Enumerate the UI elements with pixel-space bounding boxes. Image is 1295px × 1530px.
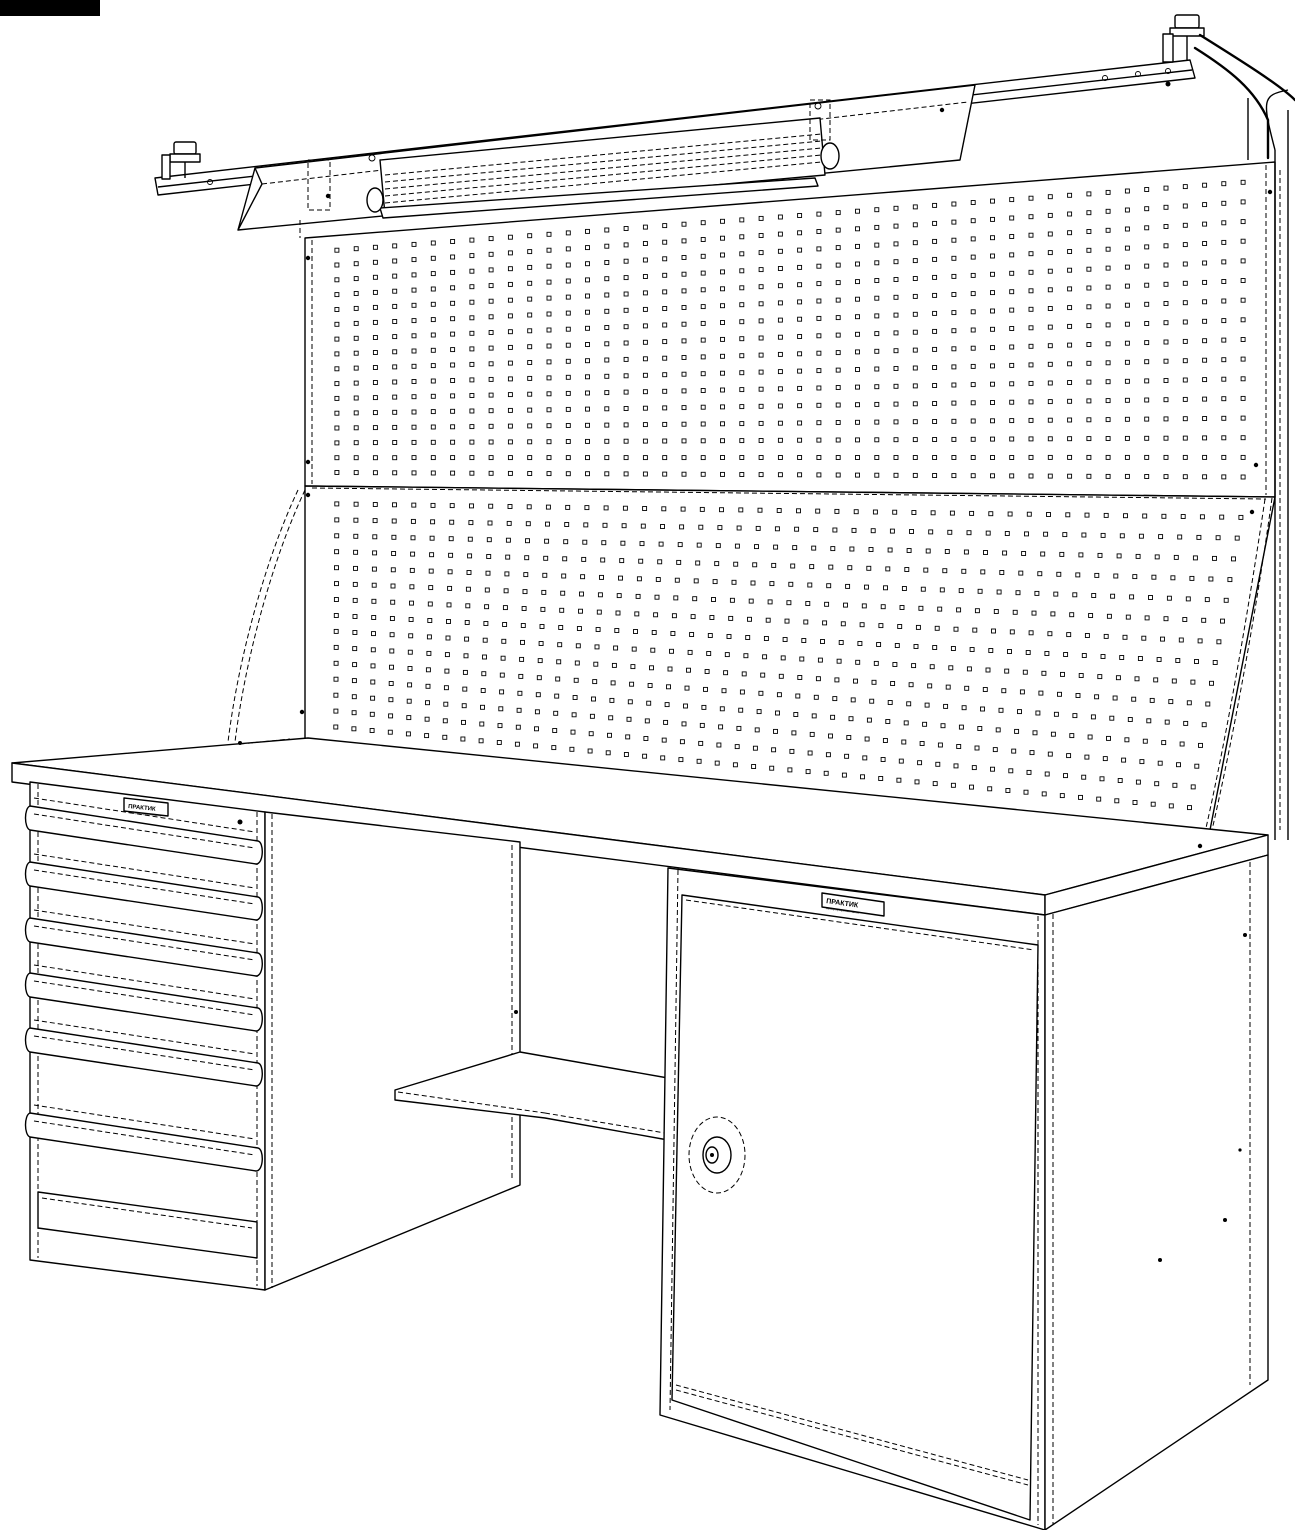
pegboard-lower-holes bbox=[333, 501, 1244, 811]
brand-plate-drawer-cabinet: ПРАКТИК выбор профессионалов bbox=[123, 797, 169, 818]
brand-slogan-drawer-cabinet: выбор профессионалов bbox=[128, 810, 162, 818]
corner-mark bbox=[0, 0, 100, 16]
pegboard-upper bbox=[304, 161, 1276, 498]
brand-plate-door-cabinet: ПРАКТИК выбор профессионалов bbox=[821, 892, 885, 917]
door-lock bbox=[688, 1116, 746, 1194]
door-cabinet: ПРАКТИК выбор профессионалов bbox=[659, 854, 1269, 1530]
drawer-cabinet: ПРАКТИК выбор профессионалов bbox=[24, 781, 521, 1291]
pegboard-side-wings bbox=[227, 489, 1273, 831]
pegboard-lower bbox=[299, 485, 1276, 831]
brand-name-drawer-cabinet: ПРАКТИК bbox=[128, 804, 156, 813]
brand-name-door-cabinet: ПРАКТИК bbox=[826, 898, 860, 910]
lamp bbox=[237, 84, 976, 238]
pegboard-upper-holes bbox=[334, 179, 1246, 480]
worktop bbox=[11, 737, 1269, 916]
right-upright-post bbox=[1265, 89, 1289, 840]
brand-slogan-door-cabinet: выбор профессионалов bbox=[826, 906, 860, 915]
drawer-fronts bbox=[24, 797, 263, 1172]
